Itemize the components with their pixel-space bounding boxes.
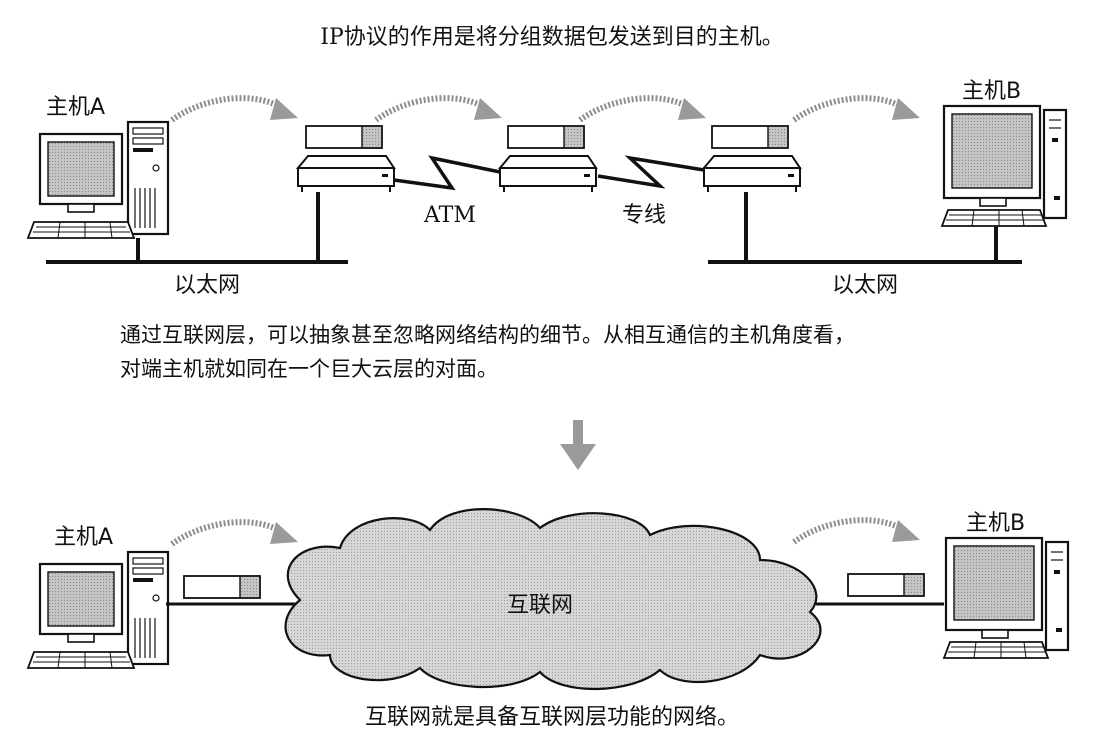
forward-arrow-1 <box>172 98 298 120</box>
bottom-arrow-b <box>794 520 920 542</box>
atm-label: ATM <box>423 203 476 228</box>
top-packet-2 <box>507 125 585 149</box>
atm-link <box>393 155 501 191</box>
top-caption: IP协议的作用是将分组数据包发送到目的主机。 <box>320 25 784 50</box>
bottom-packet-b <box>847 573 925 597</box>
top-host-b-label: 主机B <box>962 79 1021 104</box>
router-1 <box>297 155 395 193</box>
top-packet-3 <box>711 125 789 149</box>
forward-arrow-2 <box>376 98 502 120</box>
ethernet-right-label: 以太网 <box>832 273 898 298</box>
bottom-caption: 互联网就是具备互联网层功能的网络。 <box>365 705 739 730</box>
top-host-b-computer <box>940 104 1068 228</box>
ethernet-left-label: 以太网 <box>174 273 240 298</box>
leased-line-link <box>597 155 705 189</box>
top-host-a-label: 主机A <box>46 95 105 120</box>
bottom-packet-a <box>183 575 261 599</box>
explanation-line-1: 通过互联网层，可以抽象甚至忽略网络结构的细节。从相互通信的主机角度看， <box>120 323 855 347</box>
leased-line-label: 专线 <box>622 203 666 228</box>
bottom-arrow-a <box>172 522 298 544</box>
router-3 <box>703 155 801 193</box>
cloud-label: 互联网 <box>507 593 573 618</box>
router-2 <box>499 155 597 193</box>
bottom-host-a-computer <box>26 550 170 670</box>
bottom-host-a-label: 主机A <box>54 525 113 550</box>
internet-cloud <box>284 508 822 691</box>
top-host-a-computer <box>26 120 170 240</box>
forward-arrow-3 <box>580 98 706 120</box>
down-arrow <box>560 420 596 470</box>
explanation-line-2: 对端主机就如同在一个巨大云层的对面。 <box>120 357 498 381</box>
forward-arrow-4 <box>794 98 920 120</box>
top-packet-1 <box>305 125 383 149</box>
bottom-host-b-label: 主机B <box>966 511 1025 536</box>
bottom-host-b-computer <box>942 536 1070 660</box>
